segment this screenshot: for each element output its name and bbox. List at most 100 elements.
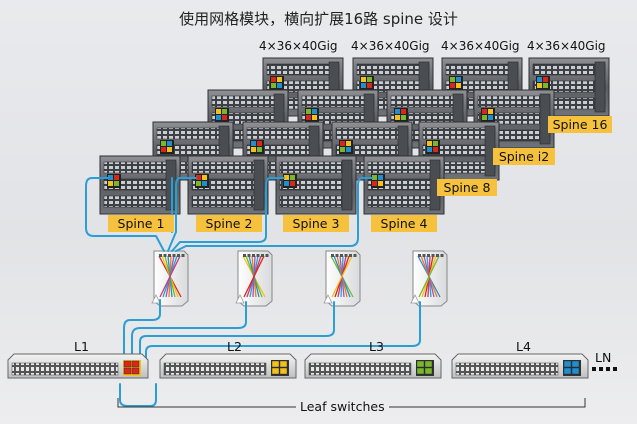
leaf1-loop-cable (119, 383, 157, 407)
fabric-module-cell (378, 181, 383, 186)
fan-tray (253, 159, 265, 211)
fabric-module-cell (251, 147, 256, 152)
capacity-label-4: 4×36×40Gig (527, 39, 606, 53)
mesh-port (261, 254, 264, 257)
port-row (422, 127, 496, 140)
port-row (367, 161, 441, 174)
leaf-module-cell (563, 367, 572, 375)
mesh-latch (151, 294, 161, 304)
fabric-module-cell (427, 141, 432, 146)
spine-chassis-group (99, 57, 610, 215)
leaf-switches-label: Leaf switches (296, 399, 389, 414)
port-row (103, 195, 177, 208)
fabric-module-cell (456, 77, 461, 82)
mesh-port (243, 254, 246, 257)
mesh-port (172, 254, 176, 257)
port-row (266, 63, 340, 76)
diagram-title: 使用网格模块，横向扩展16路 spine 设计 (179, 10, 458, 28)
fabric-module-cell (433, 141, 438, 146)
mesh-port (335, 254, 339, 257)
leaf-module-cell (416, 367, 425, 375)
mesh-port (431, 254, 435, 257)
fabric-module-cell (367, 77, 372, 82)
fabric-module-cell (346, 141, 351, 146)
fabric-module-cell (482, 115, 487, 120)
leaf-module-cell (571, 367, 580, 375)
fabric-module-cell (196, 175, 201, 180)
mesh-wire (418, 255, 440, 298)
port-row (335, 127, 409, 140)
fabric-module-cell (161, 147, 166, 152)
leaf-module-cell (131, 360, 140, 368)
fabric-module-cell (456, 83, 461, 88)
mesh-port (181, 254, 185, 257)
leaf-label-4: L4 (516, 339, 531, 354)
mesh-port (252, 254, 255, 257)
mesh-port (265, 254, 269, 257)
fabric-module-cell (108, 175, 113, 180)
fan-tray (341, 159, 353, 211)
fabric-module-cell (450, 77, 455, 82)
leaf-label-2: L2 (227, 339, 242, 354)
cable-group (85, 177, 421, 407)
fabric-module-cell (290, 181, 295, 186)
fabric-module-cell (216, 115, 221, 120)
fabric-module-cell (433, 147, 438, 152)
port-row (211, 95, 285, 108)
fabric-module-cell (378, 175, 383, 180)
mesh-port (256, 254, 260, 257)
mesh-module (235, 250, 273, 307)
mesh-port (422, 254, 426, 257)
mesh-port (440, 254, 444, 257)
fabric-module-cell (277, 83, 282, 88)
fabric-module-cell (395, 109, 400, 114)
port-row (279, 161, 353, 174)
leaf-port-row (11, 362, 119, 376)
ln-dash (592, 367, 596, 371)
mesh-latch (235, 294, 245, 304)
leaf-port-row (455, 362, 559, 376)
leaf-module-cell (416, 360, 425, 368)
fabric-module-cell (167, 147, 172, 152)
fabric-module-cell (306, 109, 311, 114)
mesh-port (163, 254, 167, 257)
fabric-module-cell (257, 147, 262, 152)
mesh-port (436, 254, 439, 257)
spine-chassis (363, 155, 445, 215)
mesh-port (177, 254, 180, 257)
leaf-module-cell (571, 360, 580, 368)
port-row (246, 127, 320, 140)
mesh-port (159, 254, 162, 257)
spine1-cable (85, 177, 165, 252)
spine-label-4: Spine 4 (371, 215, 437, 232)
fabric-module-cell (543, 77, 548, 82)
fabric-module-cell (372, 175, 377, 180)
fabric-module-cell (290, 175, 295, 180)
fabric-module-cell (340, 141, 345, 146)
leaf-switch-group (7, 353, 617, 408)
fabric-module-cell (271, 83, 276, 88)
fabric-module-cell (277, 77, 282, 82)
spine-label-2: Spine 2 (196, 215, 262, 232)
mesh-module (151, 250, 189, 307)
fabric-module-cell (427, 147, 432, 152)
fabric-module-cell (271, 77, 276, 82)
port-row (532, 63, 606, 76)
spine-label-3: Spine 3 (283, 215, 349, 232)
mesh-port (168, 254, 171, 257)
leaf-label-3: L3 (369, 339, 384, 354)
fabric-module-cell (284, 181, 289, 186)
port-row (356, 63, 430, 76)
fabric-module-cell (161, 141, 166, 146)
fabric-module-cell (312, 109, 317, 114)
mesh-wire (243, 255, 265, 298)
mesh2-leaf1-cable (131, 301, 247, 371)
fabric-module-cell (216, 109, 221, 114)
port-row (390, 95, 464, 108)
fabric-module-cell (114, 175, 119, 180)
ln-dash (599, 367, 603, 371)
port-row (103, 161, 177, 174)
leaf-module-cell (271, 360, 280, 368)
